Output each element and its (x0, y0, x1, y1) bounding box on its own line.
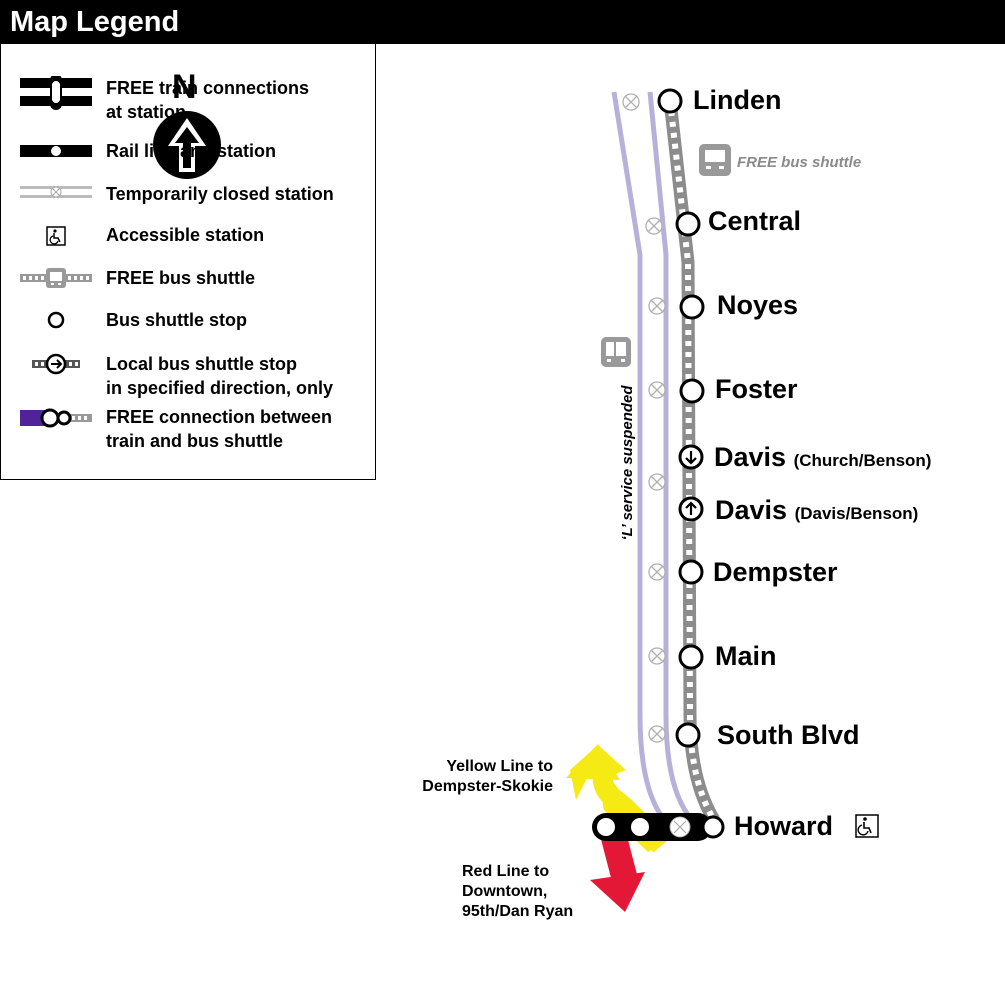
legend-label-closed-station: Temporarily closed station (106, 184, 334, 204)
station-davis-church-benson: Davis (Church/Benson) (714, 442, 932, 472)
purple-line-inner (647, 91, 694, 822)
shuttle-route-dashes (667, 99, 717, 822)
closed-station-symbol-icon (20, 186, 92, 198)
station-howard: Howard (734, 811, 834, 841)
station-dempster: Dempster (713, 557, 838, 587)
bus-stop-symbol-icon (47, 311, 65, 329)
bus-shuttle-icon (699, 144, 731, 176)
compass-north-label: N (172, 68, 197, 106)
free-bus-shuttle-label: FREE bus shuttle (737, 154, 862, 171)
bus-shuttle-symbol-icon (20, 268, 92, 288)
station-davis-davis-benson: Davis (Davis/Benson) (715, 495, 919, 525)
train-bus-connection-symbol-icon (20, 408, 92, 428)
station-linden: Linden (693, 85, 782, 115)
legend-label-bus-shuttle: FREE bus shuttle (106, 268, 256, 288)
legend-title: Map Legend (0, 0, 1005, 44)
legend-label-rail-line: Rail line and station (106, 141, 277, 161)
station-main: Main (715, 641, 777, 671)
north-arrow-icon (153, 111, 221, 179)
northbound-arrow-icon (685, 501, 697, 515)
station-foster: Foster (715, 374, 798, 404)
station-noyes: Noyes (717, 290, 799, 320)
directional-stop-symbol-icon (32, 353, 80, 375)
legend-label-bus-stop: Bus shuttle stop (106, 310, 248, 330)
shuttle-stops (657, 88, 705, 748)
legend-label-accessible: Accessible station (106, 225, 265, 245)
closed-stations (622, 93, 666, 743)
train-icon (601, 337, 631, 367)
accessible-icon (46, 226, 66, 246)
service-suspended-label: ‘L’ service suspended (619, 385, 636, 541)
southbound-arrow-icon (685, 451, 697, 465)
rail-line-symbol-icon (20, 145, 92, 157)
howard-accessible-icon (855, 814, 879, 838)
station-central: Central (708, 206, 802, 236)
train-connection-symbol-icon (20, 76, 92, 110)
station-south-blvd: South Blvd (717, 720, 860, 750)
